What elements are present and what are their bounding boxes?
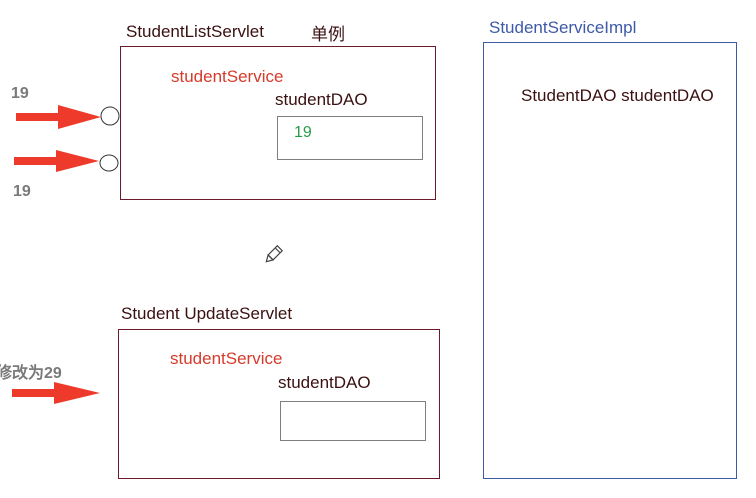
connector-circle-1 <box>100 106 120 126</box>
connector-circle-2 <box>99 154 119 172</box>
list-servlet-dao-value: 19 <box>294 124 312 141</box>
request-arrow-1 <box>16 105 101 129</box>
pencil-icon <box>265 244 284 263</box>
list-servlet-service-label: studentService <box>171 67 284 86</box>
request-3-label: 修改为29 <box>0 365 62 382</box>
list-servlet-title: StudentListServlet <box>126 22 264 41</box>
list-servlet-box <box>120 46 436 200</box>
request-arrow-3 <box>12 382 100 404</box>
list-servlet-dao-box: 19 <box>277 116 423 160</box>
request-1-label: 19 <box>11 85 29 102</box>
singleton-label: 单例 <box>311 25 345 44</box>
service-impl-title: StudentServiceImpl <box>489 18 637 37</box>
update-servlet-dao-box <box>280 401 426 441</box>
update-servlet-title: Student UpdateServlet <box>121 304 293 323</box>
update-servlet-dao-label: studentDAO <box>278 373 371 392</box>
request-arrow-2 <box>14 150 99 172</box>
update-servlet-service-label: studentService <box>170 349 283 368</box>
service-impl-box <box>483 42 737 479</box>
update-servlet-box <box>118 329 440 479</box>
service-impl-field: StudentDAO studentDAO <box>521 86 714 105</box>
list-servlet-dao-label: studentDAO <box>275 90 368 109</box>
request-2-label: 19 <box>13 183 31 200</box>
